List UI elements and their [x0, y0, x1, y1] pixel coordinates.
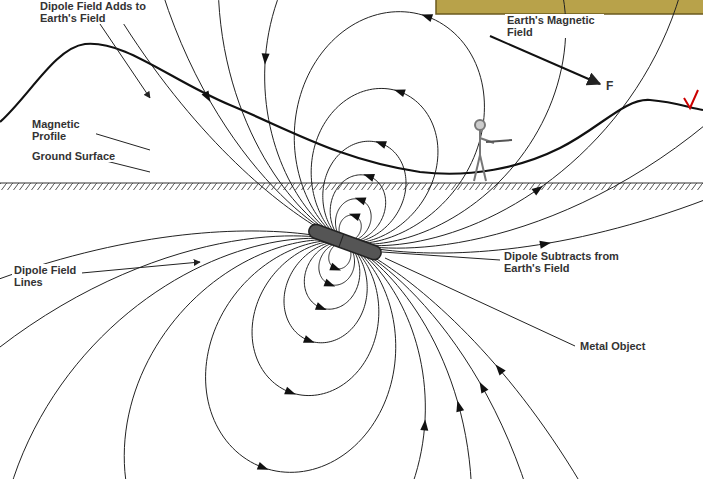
annotation-label: Dipole Field Adds to Earth's Field [38, 0, 154, 24]
field-arrowhead [539, 239, 551, 249]
field-arrowhead [348, 210, 361, 221]
leader-line [382, 252, 500, 260]
field-line [0, 238, 472, 479]
red-mark [684, 90, 698, 108]
magnetic-profile-curve [0, 44, 703, 174]
field-arrowhead [476, 380, 488, 393]
field-line [206, 241, 396, 473]
leader-line [100, 24, 150, 98]
field-arrowhead [374, 138, 387, 149]
field-arrowhead [257, 462, 270, 473]
field-arrowhead [329, 263, 342, 274]
field-arrowhead [420, 11, 433, 22]
field-arrowhead [492, 362, 505, 376]
field-arrowhead [362, 170, 375, 181]
field-arrowhead [324, 279, 337, 290]
field-symbol: F [604, 80, 615, 92]
field-arrowhead [315, 302, 328, 313]
field-arrowhead [532, 183, 546, 196]
annotation-label: Metal Object [578, 340, 647, 352]
field-arrowhead [393, 86, 406, 97]
field-line [311, 88, 438, 243]
field-line [252, 241, 379, 396]
field-arrowhead [261, 53, 270, 65]
field-arrowhead [303, 335, 316, 346]
banner [436, 0, 703, 14]
field-line [294, 12, 484, 244]
field-line [323, 141, 406, 242]
field-arrowhead [420, 419, 429, 431]
earth-field-arrow [490, 36, 600, 84]
field-line [134, 0, 703, 248]
ground-surface-line [0, 182, 703, 183]
annotation-label: Earth's Magnetic Field [505, 14, 604, 38]
field-arrowhead [454, 400, 465, 413]
field-line [0, 231, 703, 479]
field-line [0, 0, 703, 253]
annotation-label: Ground Surface [30, 150, 117, 162]
field-arrowhead [353, 194, 366, 205]
leader-line [90, 132, 150, 150]
field-line [124, 240, 425, 479]
annotation-label: Dipole Field Lines [12, 264, 82, 288]
field-arrowhead [284, 387, 297, 398]
ground-hatching [0, 183, 703, 190]
field-line [0, 236, 556, 479]
metal-object [307, 222, 383, 261]
annotation-label: Dipole Subtracts from Earth's Field [502, 250, 628, 274]
annotation-label: Magnetic Profile [30, 118, 96, 142]
field-line [284, 241, 367, 342]
operator-figure [474, 120, 512, 181]
